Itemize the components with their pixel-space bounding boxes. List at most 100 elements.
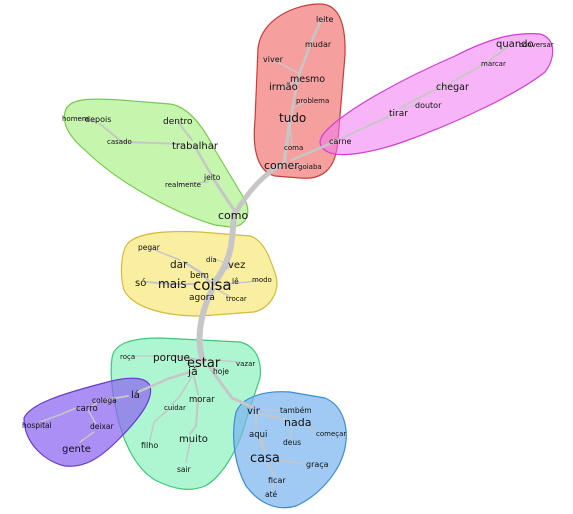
word-gente: gente: [62, 444, 91, 455]
edge-trunk-como-comer: [233, 162, 283, 215]
edge-tirar-chegar: [399, 83, 451, 109]
word-doutor: doutor: [415, 101, 442, 110]
edge-nada-deus: [289, 427, 293, 439]
word-carne: carne: [329, 137, 352, 146]
edge-vez-dia: [211, 257, 229, 265]
edge-carne-tirar: [341, 113, 395, 139]
edge-tirar-doutor: [401, 103, 419, 111]
cluster-halo-purple: [23, 377, 152, 467]
edge-coisa-mais: [145, 281, 197, 285]
edge-jeito-realmente: [177, 181, 209, 185]
word-ja: já: [187, 365, 198, 378]
word-goiaba: goiaba: [298, 163, 322, 171]
word-tambem: também: [280, 406, 312, 415]
word-so: só: [135, 277, 146, 289]
edge-comer-tudo: [282, 118, 292, 166]
word-cuidar: cuidar: [164, 404, 186, 412]
edge-mesmo-viver: [273, 59, 301, 75]
edge-como-jeito: [212, 178, 236, 212]
word-irmao: irmão: [269, 82, 298, 93]
edge-estar-vazar: [213, 359, 241, 363]
edge-nada-comecar: [305, 425, 319, 433]
word-modo: modo: [252, 276, 272, 284]
word-conversar: conversar: [519, 41, 554, 49]
word-bem: bem: [190, 271, 209, 281]
edge-estar-ja: [193, 363, 201, 371]
edge-tudo-mesmo: [289, 16, 324, 119]
edge-carro-deixar: [87, 409, 97, 425]
word-ficar: ficar: [268, 476, 286, 485]
word-depois: depois: [85, 115, 111, 124]
word-labels: leite mudar viver mesmo irmão problema t…: [22, 15, 554, 499]
word-quando: quando: [496, 39, 534, 50]
word-viver: viver: [263, 55, 284, 64]
edge-aqui-casa: [258, 436, 266, 452]
edge-casa-graca: [273, 459, 307, 465]
word-sair: sair: [177, 465, 192, 474]
edge-vir-nada: [259, 413, 289, 421]
word-nada: nada: [284, 416, 311, 429]
word-graca: graça: [306, 460, 329, 469]
edge-deixar-gente: [79, 431, 95, 443]
word-hoje: hoje: [213, 367, 229, 376]
word-casado: casado: [107, 138, 132, 146]
edge-trabalhar-casado: [99, 123, 185, 145]
word-ate: até: [265, 490, 278, 499]
edge-tudo-problema: [292, 99, 309, 109]
word-homem: homem: [62, 115, 89, 123]
word-deus: deus: [283, 438, 301, 447]
edge-trabalhar-dentro: [177, 121, 193, 141]
edge-estar-hoje: [205, 365, 219, 371]
word-problema: problema: [296, 97, 329, 105]
word-marcar: marcar: [481, 60, 506, 68]
edge-jeito-trabalhar: [192, 143, 214, 178]
word-mais: mais: [158, 277, 187, 291]
edge-mesmo-irmao: [281, 79, 299, 89]
edge-coisa-le: [223, 279, 261, 285]
word-comecar: começar: [316, 430, 346, 438]
word-coma: coma: [284, 144, 303, 152]
edge-comer-carne: [290, 138, 340, 162]
word-porque: porque: [153, 352, 190, 364]
edge-muito-sair: [185, 441, 191, 463]
word-leite: leite: [316, 15, 334, 24]
word-mudar: mudar: [305, 40, 332, 49]
edge-coisa-vez: [213, 263, 233, 281]
cluster-halos: [23, 3, 554, 509]
edge-coisa-trocar: [217, 289, 233, 299]
word-filho: filho: [141, 441, 158, 450]
edge-estar-vir: [208, 366, 256, 410]
word-vir: vir: [247, 406, 261, 417]
word-hospital: hospital: [22, 421, 52, 430]
edge-colega-carro: [91, 401, 99, 407]
edge-chegar-quando: [451, 45, 509, 83]
graph-edges: [39, 16, 531, 489]
edge-ja-la: [136, 370, 192, 394]
word-deixar: deixar: [90, 422, 114, 431]
word-tirar: tirar: [389, 109, 408, 119]
word-muito: muito: [179, 434, 208, 445]
edge-trunk-coisa-estar: [196, 287, 215, 364]
word-trabalhar: trabalhar: [172, 141, 219, 152]
word-trocar: trocar: [226, 295, 247, 303]
edge-coisa-bem: [182, 260, 212, 284]
word-casa: casa: [250, 451, 280, 466]
edge-ja-cuidar: [171, 375, 193, 405]
word-agora: agora: [189, 293, 215, 303]
edge-carro-hospital: [39, 407, 77, 423]
edge-la-colega: [103, 395, 129, 401]
word-jeito: jeito: [203, 173, 221, 182]
edge-ja-morar: [193, 375, 199, 395]
edge-casado-homem: [75, 117, 99, 123]
word-tudo: tudo: [279, 111, 306, 125]
word-aqui: aqui: [249, 430, 267, 440]
word-coisa: coisa: [193, 276, 232, 294]
word-dia: dia: [206, 256, 217, 264]
word-realmente: realmente: [165, 181, 201, 189]
word-morar: morar: [189, 395, 215, 405]
cluster-halo-magenta: [319, 33, 554, 156]
word-dar: dar: [170, 259, 188, 271]
word-dentro: dentro: [163, 117, 193, 127]
word-estar: estar: [187, 356, 221, 371]
